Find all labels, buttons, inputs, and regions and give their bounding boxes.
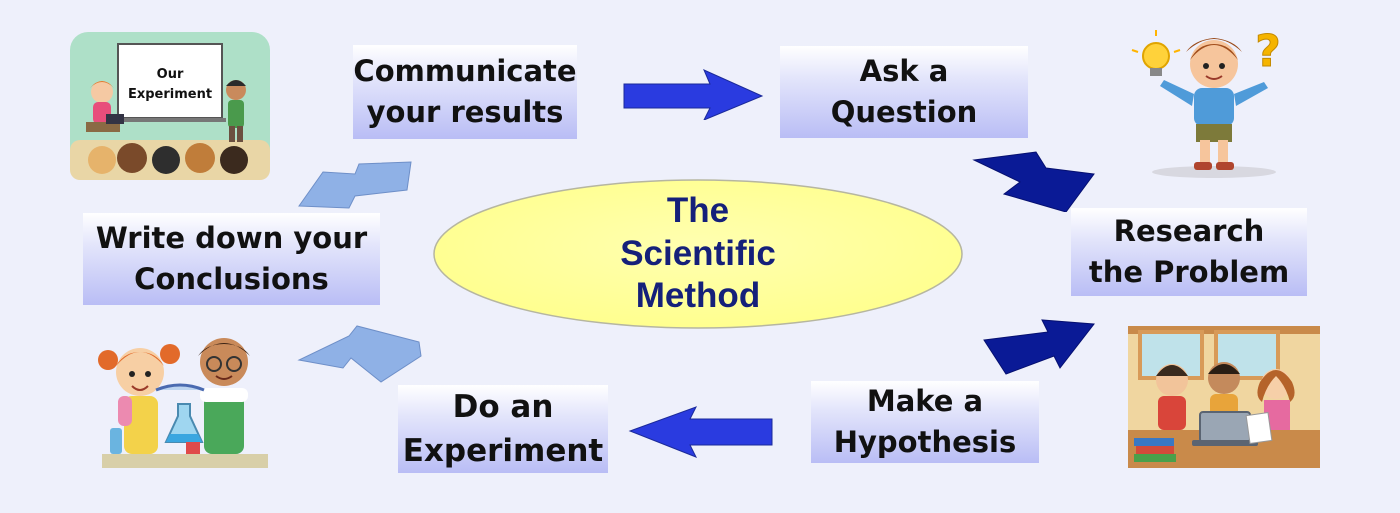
step-experiment-line2: Experiment — [402, 433, 604, 469]
flask-icon — [164, 403, 204, 443]
step-conclusions-line2: Conclusions — [134, 262, 329, 296]
step-make-hypothesis: Make a Hypothesis — [811, 381, 1039, 463]
thinking-boy-illustration: ? — [1131, 26, 1281, 178]
step-hypothesis-line1: Make a — [866, 383, 984, 418]
question-mark-icon: ? — [1255, 26, 1281, 77]
step-conclusions-line1: Write down your — [95, 220, 368, 255]
step-hypothesis-line2: Hypothesis — [833, 425, 1017, 459]
arrow-communicate-to-ask — [623, 69, 764, 120]
arrow-research-to-hypothesis — [983, 319, 1095, 375]
step-ask-question: Ask a Question — [780, 46, 1028, 138]
step-do-experiment: Do an Experiment — [398, 385, 608, 473]
arrow-hypothesis-to-experiment — [628, 406, 773, 458]
experiment-kids-illustration — [98, 338, 268, 468]
research-kids-illustration — [1128, 326, 1320, 468]
arrow-ask-to-research — [972, 151, 1095, 212]
step-communicate-line1: Communicate — [353, 53, 577, 88]
center-title-line3: Method — [635, 276, 761, 316]
step-research-line1: Research — [1113, 213, 1265, 248]
center-title: The Scientific Method — [432, 178, 964, 330]
step-research-problem: Research the Problem — [1071, 208, 1307, 296]
ellipse-shape — [433, 179, 963, 329]
center-title-line2: Scientific — [620, 233, 776, 273]
laptop-icon — [1192, 411, 1258, 446]
arrow-conclusions-to-communicate — [298, 161, 412, 209]
lightbulb-icon — [1131, 30, 1181, 76]
step-experiment-line1: Do an — [452, 388, 554, 425]
board-text-line1: Our — [157, 67, 184, 82]
arrow-experiment-to-conclusions — [297, 325, 422, 383]
step-research-line2: the Problem — [1088, 255, 1290, 289]
presentation-illustration: Our Experiment — [70, 32, 270, 180]
step-write-conclusions: Write down your Conclusions — [83, 213, 380, 305]
center-ellipse: The Scientific Method — [432, 178, 964, 330]
center-title-line1: The — [666, 190, 730, 230]
step-ask-line2: Question — [830, 95, 978, 129]
step-communicate-line2: your results — [366, 95, 564, 129]
step-communicate-results: Communicate your results — [353, 45, 577, 139]
presentation-board-icon — [117, 43, 223, 119]
board-text-line2: Experiment — [128, 87, 212, 102]
step-ask-line1: Ask a — [859, 53, 949, 88]
